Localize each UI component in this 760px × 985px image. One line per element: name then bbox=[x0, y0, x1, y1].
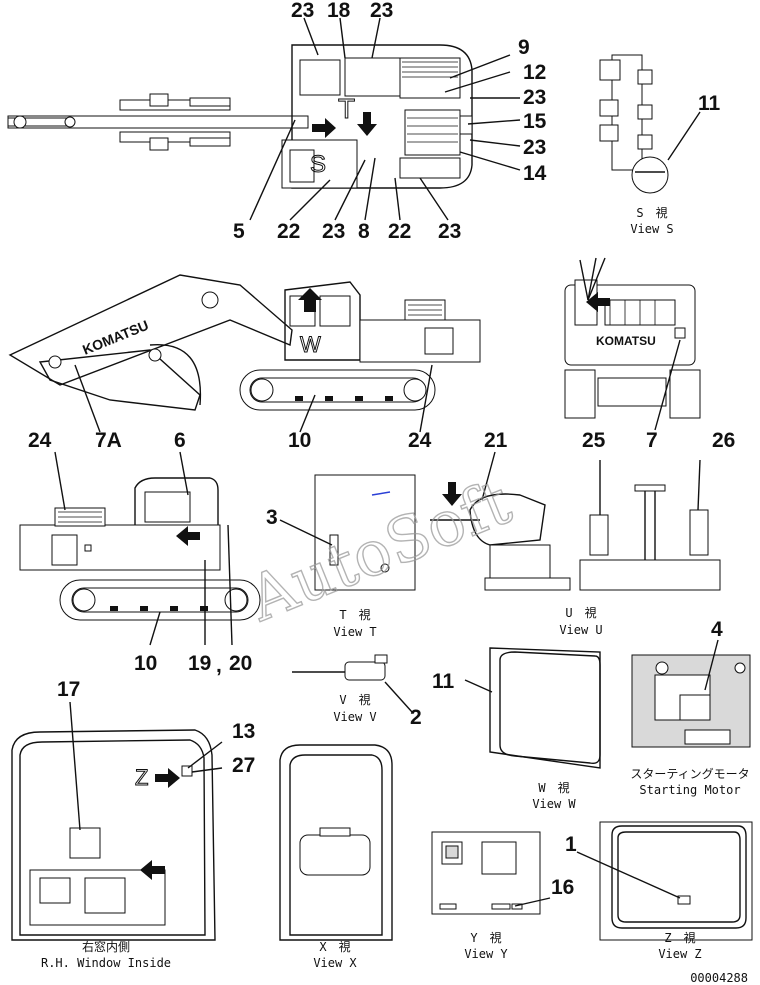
callout-23-top-a: 23 bbox=[291, 0, 314, 22]
view-w-window bbox=[464, 647, 601, 769]
callout-23-bottom-a: 23 bbox=[322, 220, 345, 243]
side-view-left: KOMATSU W bbox=[8, 274, 481, 433]
caption-rh-window-jp: 右窓内側 bbox=[82, 939, 130, 954]
callout-comma: , bbox=[216, 654, 222, 677]
view-z bbox=[576, 821, 753, 941]
callout-7: 7 bbox=[646, 429, 658, 452]
caption-x-en: View X bbox=[313, 956, 357, 970]
caption-t-en: View T bbox=[333, 625, 376, 639]
callout-22-b: 22 bbox=[388, 220, 411, 243]
view-captions: S 視 View S T 視 View T U 視 View U V 視 Vie… bbox=[41, 205, 750, 970]
callout-24-b: 24 bbox=[408, 429, 432, 452]
starting-motor-view bbox=[631, 639, 751, 748]
callout-14: 14 bbox=[523, 162, 547, 185]
caption-v-en: View V bbox=[333, 710, 376, 724]
callout-12: 12 bbox=[523, 61, 546, 84]
caption-x-jp: X 視 bbox=[319, 939, 350, 954]
callout-24-a: 24 bbox=[28, 429, 52, 452]
callout-13: 13 bbox=[232, 720, 255, 743]
view-y-plate bbox=[431, 831, 551, 915]
callout-25: 25 bbox=[582, 429, 606, 452]
callout-16: 16 bbox=[551, 876, 574, 899]
callout-21: 21 bbox=[484, 429, 508, 452]
callout-18: 18 bbox=[327, 0, 351, 22]
callout-26: 26 bbox=[712, 429, 735, 452]
callout-4: 4 bbox=[711, 618, 723, 641]
side-view-right bbox=[19, 451, 261, 646]
rh-window-inside: Z bbox=[11, 701, 223, 941]
view-t-box bbox=[279, 474, 416, 591]
arrow-icon bbox=[442, 482, 462, 506]
caption-z-en: View Z bbox=[658, 947, 701, 961]
arrow-icon bbox=[155, 768, 180, 788]
caption-v-jp: V 視 bbox=[339, 692, 370, 707]
caption-u-en: View U bbox=[559, 623, 602, 637]
letter-w: W bbox=[300, 332, 321, 357]
caption-y-en: View Y bbox=[464, 947, 508, 961]
drawing-number: 00004288 bbox=[690, 971, 748, 985]
arrow-icon bbox=[586, 292, 610, 312]
callout-numbers: 23 18 23 9 12 23 15 23 14 5 22 23 8 22 2… bbox=[28, 0, 735, 899]
caption-y-jp: Y 視 bbox=[470, 930, 501, 945]
callout-23-right-a: 23 bbox=[523, 86, 546, 109]
callout-6: 6 bbox=[174, 429, 186, 452]
arrow-icon bbox=[298, 288, 322, 312]
arrow-icon bbox=[312, 118, 336, 138]
callout-15: 15 bbox=[523, 110, 547, 133]
callout-17: 17 bbox=[57, 678, 80, 701]
callout-20: 20 bbox=[229, 652, 252, 675]
view-u-seat bbox=[430, 451, 721, 591]
arrow-icon bbox=[140, 860, 165, 880]
callout-23-right-b: 23 bbox=[523, 136, 546, 159]
caption-w-en: View W bbox=[532, 797, 576, 811]
caption-w-jp: W 視 bbox=[538, 780, 569, 795]
view-x-door bbox=[279, 744, 393, 941]
svg-text:S: S bbox=[310, 151, 326, 178]
callout-10-a: 10 bbox=[288, 429, 311, 452]
rear-view: KOMATSU bbox=[564, 257, 701, 431]
caption-z-jp: Z 視 bbox=[664, 930, 695, 945]
top-view-machine: S T bbox=[7, 17, 521, 221]
callout-5: 5 bbox=[233, 220, 245, 243]
callout-19: 19 bbox=[188, 652, 211, 675]
callout-1: 1 bbox=[565, 833, 577, 856]
caption-rh-window-en: R.H. Window Inside bbox=[41, 956, 171, 970]
brand-label-rear: KOMATSU bbox=[596, 334, 656, 348]
callout-10-b: 10 bbox=[134, 652, 157, 675]
callout-23-bottom-b: 23 bbox=[438, 220, 461, 243]
callout-27: 27 bbox=[232, 754, 255, 777]
letter-t-top: T bbox=[338, 93, 355, 124]
arrow-icon bbox=[357, 112, 377, 136]
callout-23-top-b: 23 bbox=[370, 0, 393, 22]
caption-u-jp: U 視 bbox=[565, 605, 596, 620]
callout-2: 2 bbox=[410, 706, 422, 729]
callout-22-a: 22 bbox=[277, 220, 300, 243]
callout-11-s: 11 bbox=[698, 92, 721, 115]
view-s-valve bbox=[599, 54, 701, 194]
callout-8: 8 bbox=[358, 220, 370, 243]
callout-9: 9 bbox=[518, 36, 530, 59]
callout-7a: 7A bbox=[95, 429, 122, 452]
caption-s-jp: S 視 bbox=[636, 205, 667, 220]
letter-z: Z bbox=[135, 765, 148, 790]
arrow-icon bbox=[176, 526, 200, 546]
caption-s-en: View S bbox=[630, 222, 673, 236]
view-v bbox=[292, 654, 413, 713]
caption-starting-motor-en: Starting Motor bbox=[639, 783, 740, 797]
callout-11-w: 11 bbox=[432, 670, 455, 693]
caption-starting-motor-jp: スターティングモータ bbox=[630, 767, 749, 781]
caption-t-jp: T 視 bbox=[339, 607, 370, 622]
callout-3: 3 bbox=[266, 506, 278, 529]
